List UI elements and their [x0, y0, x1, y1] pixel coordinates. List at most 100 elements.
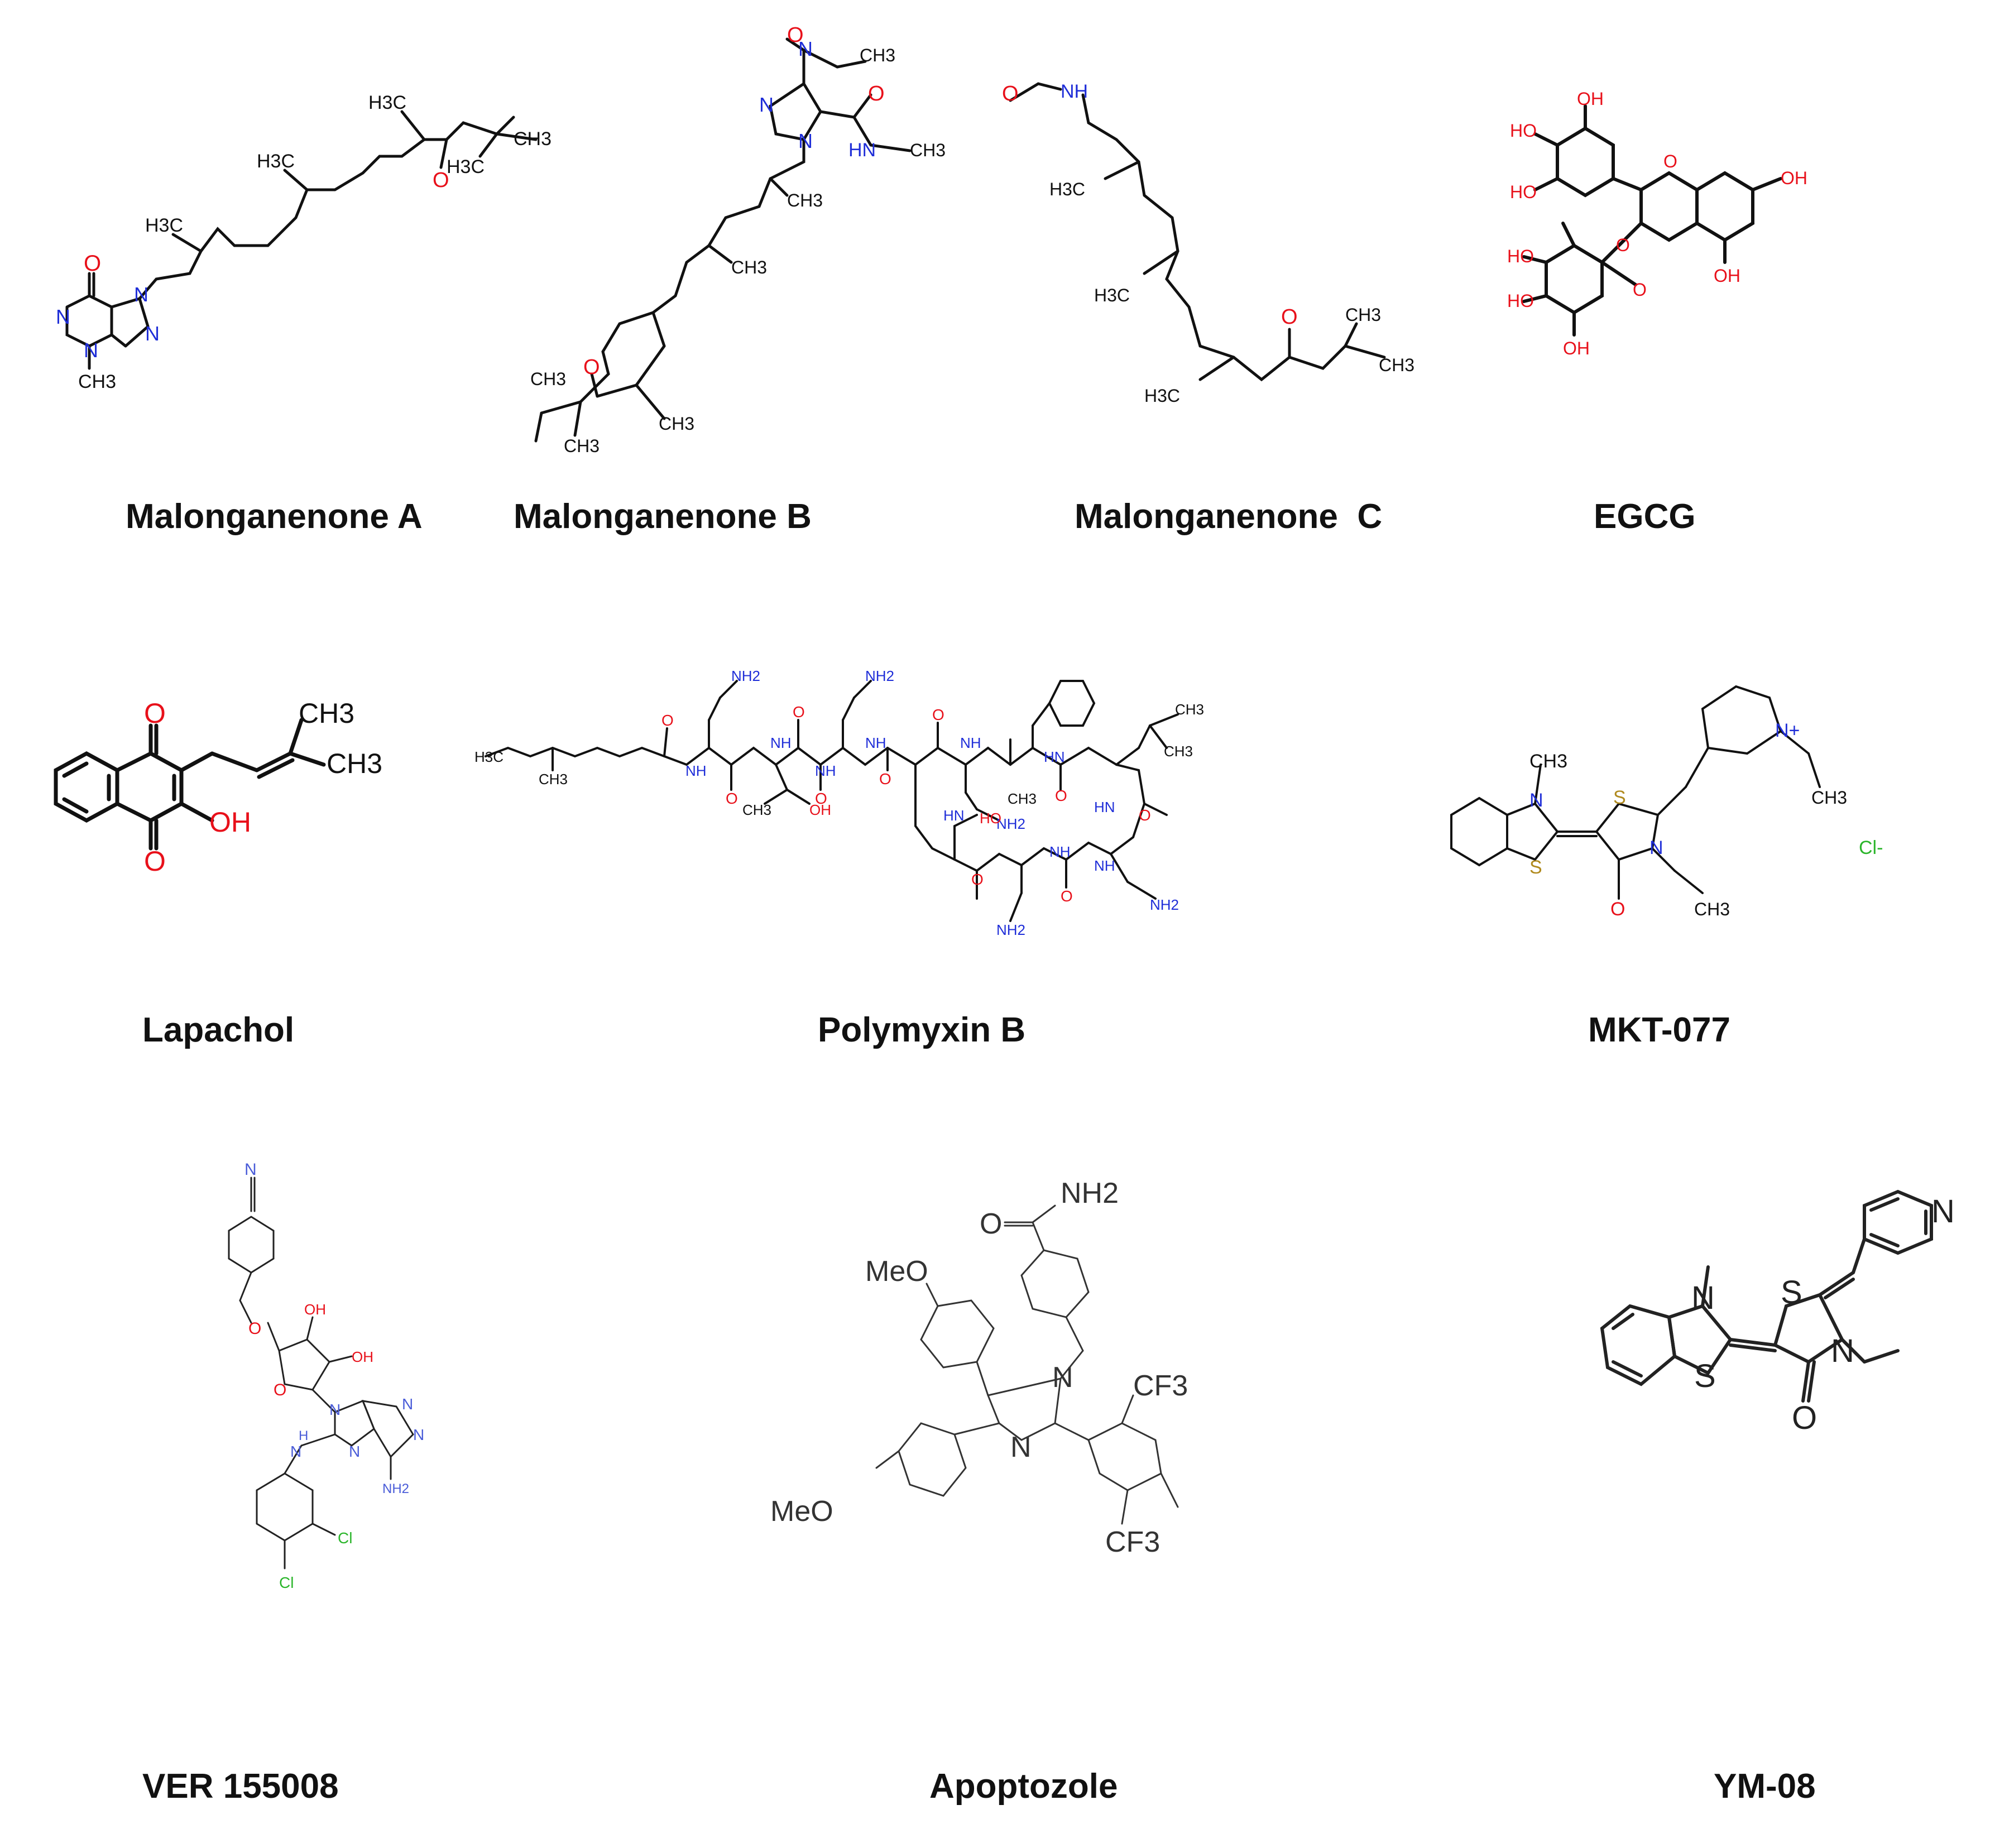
atom-label: N: [798, 37, 813, 60]
atom-label: MeO: [770, 1495, 833, 1528]
atom-label: CH3: [327, 748, 382, 779]
atom-label: MeO: [865, 1255, 928, 1288]
atom-label: N: [798, 129, 813, 152]
atom-label: CH3: [742, 801, 771, 818]
structure-malonganenone-a: O N N N N CH3 H3C H3C H3C O CH3 H3C: [56, 92, 552, 392]
atom-label: CH3: [860, 45, 895, 65]
atom-label: OH: [1563, 338, 1590, 358]
atom-label: NH: [685, 762, 707, 779]
atom-label: OH: [304, 1301, 326, 1318]
atom-label: H3C: [145, 215, 183, 236]
atom-label: NH: [770, 735, 792, 751]
atom-label: HO: [1510, 182, 1537, 202]
atom-label: HO: [1507, 246, 1534, 266]
atom-label: N: [1931, 1193, 1955, 1230]
atom-label: HN: [1044, 748, 1065, 765]
atom-label: O: [661, 712, 674, 729]
compound-name: YM-08: [1714, 1767, 1816, 1806]
structure-lapachol: O CH3 CH3 OH O: [54, 698, 382, 877]
atom-label: OH: [209, 807, 251, 838]
atom-label: NH2: [996, 815, 1025, 832]
atom-label: NH2: [382, 1481, 409, 1496]
atom-label: O: [980, 1208, 1002, 1240]
atom-label: N: [1691, 1280, 1715, 1316]
compound-name: Malonganenone B: [514, 497, 812, 536]
atom-label: N: [329, 1401, 341, 1418]
compound-name: VER 155008: [142, 1767, 339, 1806]
compound-name: Malonganenone C: [1075, 497, 1383, 536]
atom-label: N: [134, 283, 148, 306]
structure-ym-08: N N S S N O: [1600, 1189, 1955, 1436]
structure-mkt-077: CH3 N S S N O CH3 N+ CH3 Cl-: [1450, 685, 1883, 920]
atom-label: NH2: [1150, 896, 1179, 913]
atom-label: H3C: [474, 748, 504, 765]
atom-label: NH2: [731, 668, 760, 684]
structure-ver-155008: N O OH OH O N N N H N N NH2 Cl Cl: [228, 1160, 424, 1591]
atom-label: N: [1649, 837, 1663, 858]
atom-label: NH: [1094, 857, 1115, 874]
atom-label: N: [145, 322, 160, 345]
atom-label: CH3: [530, 369, 566, 389]
compound-name: Polymyxin B: [818, 1011, 1026, 1049]
atom-label: O: [1610, 899, 1625, 920]
atom-label: O: [84, 251, 101, 276]
atom-label: CH3: [787, 190, 823, 210]
atom-label: Cl-: [1859, 837, 1883, 858]
atom-label: O: [726, 790, 738, 807]
atom-label: O: [868, 82, 885, 105]
atom-label: O: [1002, 82, 1019, 105]
atom-label: N: [84, 339, 98, 362]
atom-label: NH2: [996, 921, 1025, 938]
atom-label: NH: [960, 735, 981, 751]
atom-label: N: [349, 1443, 360, 1460]
atom-label: O: [1281, 305, 1298, 329]
structure-egcg: OH HO HO O OH O OH HO O HO OH: [1507, 89, 1807, 358]
atom-label: CH3: [1379, 355, 1414, 375]
atom-label: O: [1139, 807, 1151, 824]
atom-label: CH3: [514, 128, 552, 150]
atom-label: S: [1529, 857, 1542, 878]
atom-label: Cl: [279, 1574, 294, 1591]
atom-label: O: [248, 1319, 261, 1338]
structure-polymyxin-b: H3C CH3 NH2 O NH O NH CH3 OH NH2 O NH O …: [474, 668, 1204, 938]
atom-label: CH3: [1008, 790, 1037, 807]
atom-label: HN: [1094, 799, 1115, 815]
atom-label: N: [1831, 1333, 1854, 1369]
atom-label: OH: [809, 801, 831, 818]
atom-label: N: [402, 1395, 413, 1413]
atom-label: CH3: [539, 771, 568, 788]
structure-malonganenone-c: O NH H3C H3C H3C O CH3 CH3: [1002, 81, 1414, 406]
atom-label: NH: [1049, 843, 1071, 860]
atom-label: HO: [1510, 121, 1537, 141]
atom-label: H: [299, 1428, 308, 1443]
atom-label: H3C: [1094, 285, 1130, 305]
atom-label: CH3: [1694, 899, 1730, 919]
compound-name: MKT-077: [1588, 1011, 1730, 1049]
compound-name: Apoptozole: [929, 1767, 1118, 1806]
atom-label: CH3: [1529, 751, 1567, 772]
atom-label: N: [1529, 790, 1543, 811]
atom-label: N: [1052, 1361, 1073, 1394]
atom-label: H3C: [368, 92, 406, 113]
atom-label: CH3: [564, 436, 600, 456]
atom-label: CF3: [1133, 1370, 1188, 1402]
atom-label: CH3: [1811, 788, 1847, 808]
atom-label: HN: [848, 140, 876, 161]
compound-name: Malonganenone A: [126, 497, 423, 536]
atom-label: O: [879, 770, 891, 788]
atom-label: O: [144, 698, 166, 729]
atom-label: H3C: [257, 151, 295, 172]
atom-label: O: [971, 871, 984, 888]
structure-malonganenone-b: O N CH3 N N O HN CH3 CH3 CH3 CH3 O CH3 C…: [530, 23, 946, 456]
atom-label: O: [433, 169, 449, 192]
atom-label: O: [932, 706, 944, 723]
atom-label: O: [1616, 235, 1630, 255]
structure-apoptozole: NH2 O MeO MeO N N CF3 CF3: [770, 1177, 1188, 1558]
atom-label: O: [274, 1381, 286, 1399]
atom-label: HN: [943, 807, 965, 824]
atom-label: H3C: [1144, 386, 1180, 406]
atom-label: O: [583, 356, 600, 379]
atom-label: S: [1694, 1358, 1716, 1394]
atom-label: Cl: [338, 1529, 352, 1547]
